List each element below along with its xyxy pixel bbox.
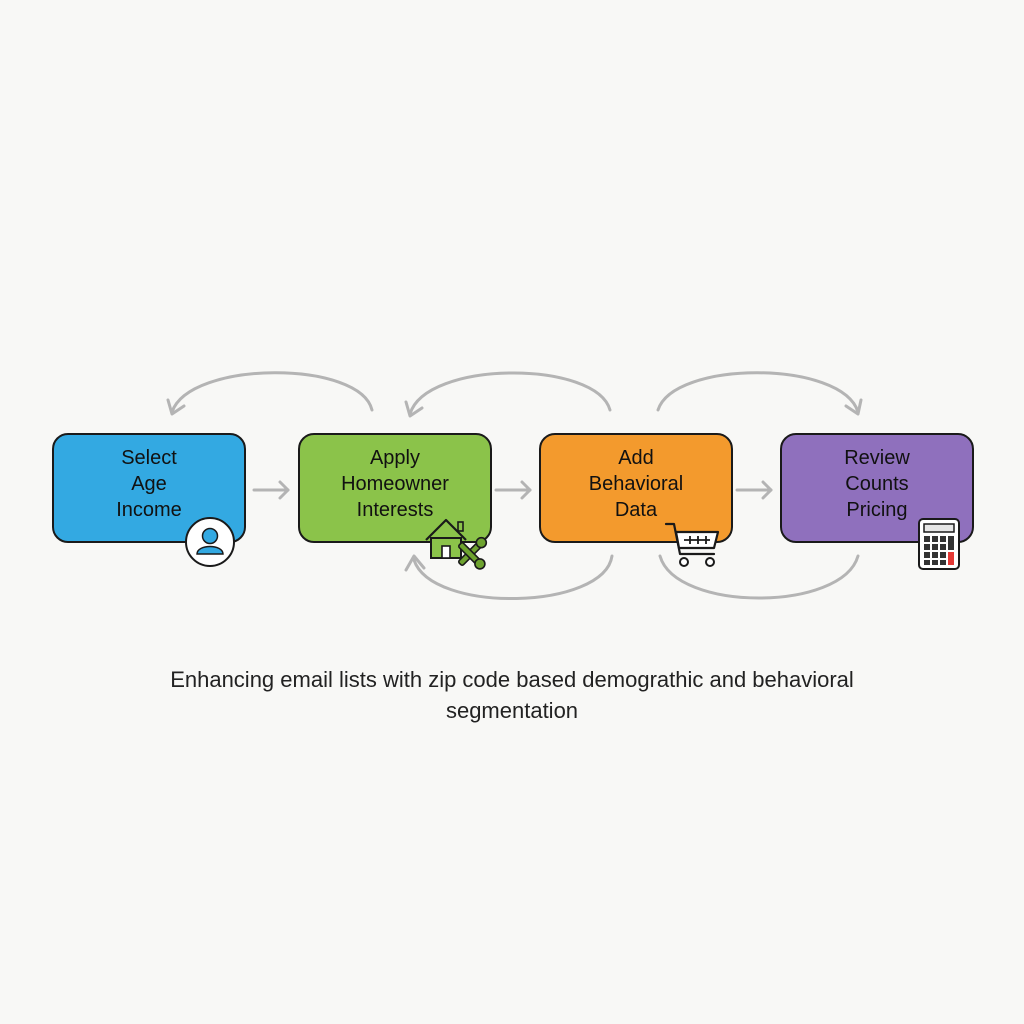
user-icon <box>185 517 235 567</box>
arrow-step1-to-step2 <box>252 480 290 500</box>
step-line: Data <box>614 499 658 521</box>
step-line: Age <box>131 473 167 495</box>
step-line: Income <box>116 499 182 521</box>
step-label: Review Counts Pricing <box>844 445 910 523</box>
loop-arrow-top-1 <box>166 371 374 416</box>
step-line: Behavioral <box>588 473 684 495</box>
step-label: Apply Homeowner Interests <box>341 445 449 523</box>
step-label: Add Behavioral Data <box>589 445 684 523</box>
step-line: Apply <box>369 447 420 469</box>
loop-arrow-bottom-1 <box>404 554 614 601</box>
diagram-caption: Enhancing email lists with zip code base… <box>170 667 854 723</box>
step-line: Add <box>618 447 654 469</box>
step-line: Interests <box>356 499 434 521</box>
loop-arrow-top-2 <box>404 371 612 418</box>
house-tools-icon <box>425 518 488 570</box>
step-line: Counts <box>845 473 909 495</box>
loop-arrow-bottom-2 <box>658 554 860 600</box>
calculator-icon <box>918 518 960 570</box>
step-line: Homeowner <box>341 473 449 495</box>
step-line: Review <box>844 447 910 469</box>
step-line: Select <box>121 447 177 469</box>
arrow-step2-to-step3 <box>494 480 532 500</box>
shopping-cart-icon <box>664 522 720 567</box>
step-line: Pricing <box>846 499 908 521</box>
arrow-step3-to-step4 <box>735 480 773 500</box>
loop-arrow-top-3 <box>656 371 863 416</box>
step-add-behavioral-data: Add Behavioral Data <box>539 433 733 543</box>
step-label: Select Age Income <box>116 445 182 523</box>
